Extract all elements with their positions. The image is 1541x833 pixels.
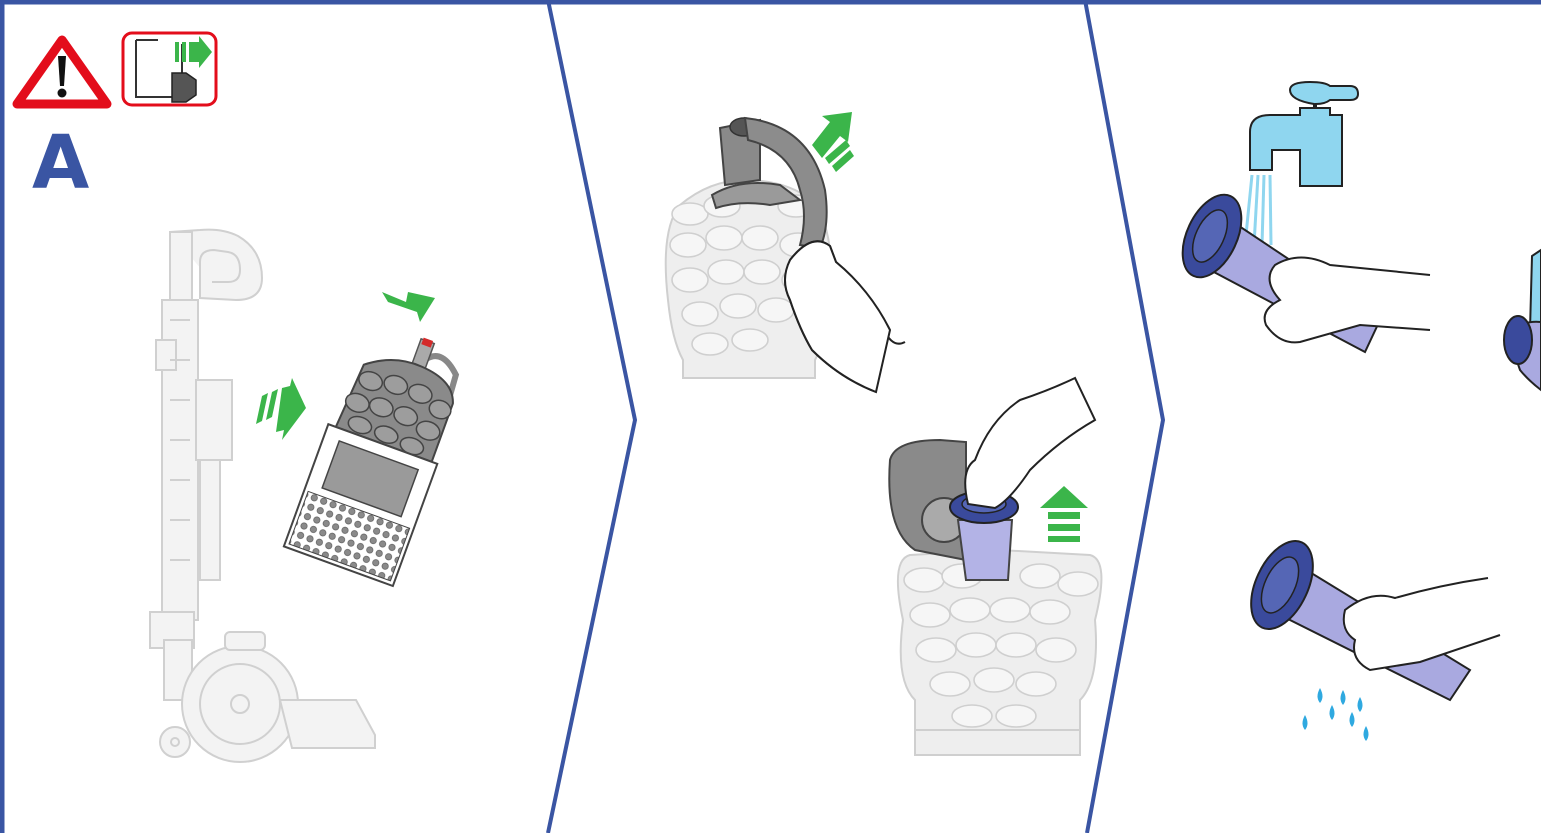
filter-in-cyclone-illustration bbox=[888, 438, 1019, 581]
panel-divider-2 bbox=[1083, 0, 1166, 833]
panel-remove-filter bbox=[664, 112, 1103, 756]
cyclone-bottom-illustration bbox=[896, 548, 1103, 756]
filter-partial-illustration bbox=[1503, 248, 1541, 392]
water-drops-icon bbox=[1302, 688, 1369, 741]
pull-up-arrow-icon bbox=[1040, 486, 1088, 542]
lift-arrow-icon bbox=[812, 112, 854, 172]
hand-pulling-filter bbox=[964, 376, 1097, 510]
vacuum-cleaner-illustration bbox=[149, 228, 376, 763]
cyclone-bin-illustration bbox=[282, 337, 460, 588]
hand-holding-handle bbox=[784, 240, 892, 394]
press-arrow-icon bbox=[382, 292, 435, 322]
panel-remove-bin: A bbox=[12, 31, 460, 763]
push-arrow-icon bbox=[256, 378, 306, 440]
step-label: A bbox=[32, 120, 90, 206]
panel-wash-filter bbox=[1181, 80, 1541, 741]
unplug-from-socket-icon bbox=[121, 31, 218, 107]
tap-icon bbox=[1249, 80, 1360, 187]
hand-holding-filter bbox=[1263, 256, 1431, 344]
hand-shaking-filter bbox=[1342, 577, 1501, 672]
warning-triangle-icon bbox=[12, 35, 112, 109]
panel-divider-1 bbox=[546, 0, 638, 833]
